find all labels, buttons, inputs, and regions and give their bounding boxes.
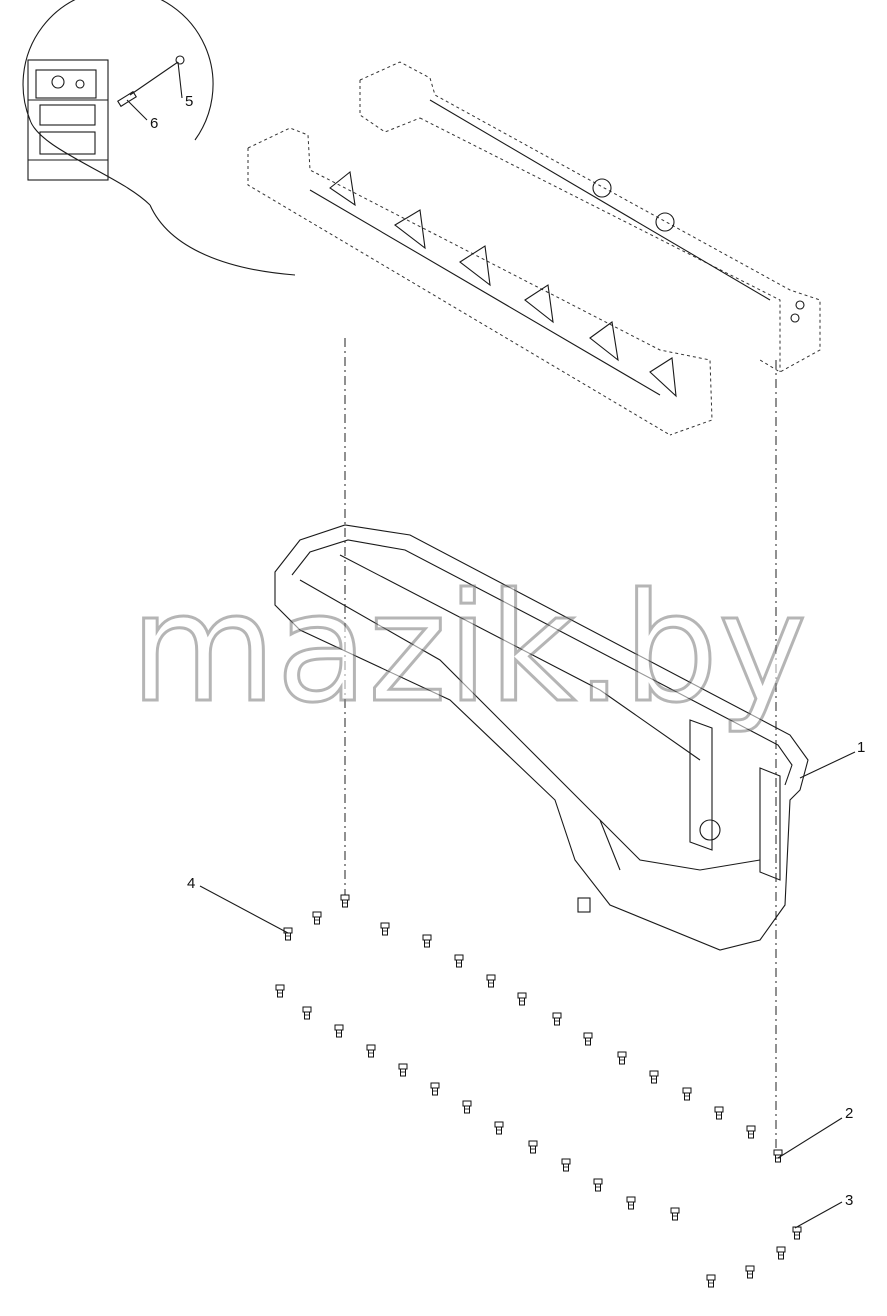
callout-1: 1 xyxy=(857,739,865,756)
bolt xyxy=(776,1246,786,1260)
bolt xyxy=(454,954,464,968)
callout-4: 4 xyxy=(187,875,195,892)
bolt xyxy=(283,927,293,941)
bolt xyxy=(366,1044,376,1058)
bolt xyxy=(617,1051,627,1065)
watermark: mazik.by xyxy=(130,562,807,736)
bolt xyxy=(706,1274,716,1288)
bolt xyxy=(430,1082,440,1096)
detail-inset xyxy=(22,0,296,276)
bolt xyxy=(682,1087,692,1101)
bolt xyxy=(745,1265,755,1279)
bolt xyxy=(626,1196,636,1210)
callout-5: 5 xyxy=(185,93,193,110)
bolt xyxy=(494,1121,504,1135)
bolt xyxy=(670,1207,680,1221)
bolt xyxy=(583,1032,593,1046)
bolt xyxy=(312,911,322,925)
bolt xyxy=(746,1125,756,1139)
bolt xyxy=(486,974,496,988)
bolt xyxy=(792,1226,802,1240)
callout-3: 3 xyxy=(845,1192,853,1209)
alignment-lines xyxy=(344,338,777,1150)
bolt xyxy=(517,992,527,1006)
bolt xyxy=(422,934,432,948)
bolt xyxy=(340,894,350,908)
inset-engine-fragment xyxy=(27,59,109,181)
oil-pan-part-1 xyxy=(274,524,809,951)
bolt xyxy=(593,1178,603,1192)
bolt-set xyxy=(275,894,802,1288)
bolt xyxy=(528,1140,538,1154)
bolt xyxy=(561,1158,571,1172)
bolt xyxy=(275,984,285,998)
bolt xyxy=(714,1106,724,1120)
bolt xyxy=(334,1024,344,1038)
bolt xyxy=(398,1063,408,1077)
bolt xyxy=(380,922,390,936)
callout-2: 2 xyxy=(845,1105,853,1122)
engine-block-outline xyxy=(247,61,821,436)
dipstick-part-5 xyxy=(129,55,185,96)
bolt xyxy=(462,1100,472,1114)
callout-6: 6 xyxy=(150,115,158,132)
dipstick-tube-part-6 xyxy=(117,90,137,108)
bolt xyxy=(552,1012,562,1026)
callout-labels: 1 2 3 4 5 6 xyxy=(150,93,865,1209)
bolt xyxy=(302,1006,312,1020)
bolt xyxy=(649,1070,659,1084)
leader-lines xyxy=(126,61,856,1229)
